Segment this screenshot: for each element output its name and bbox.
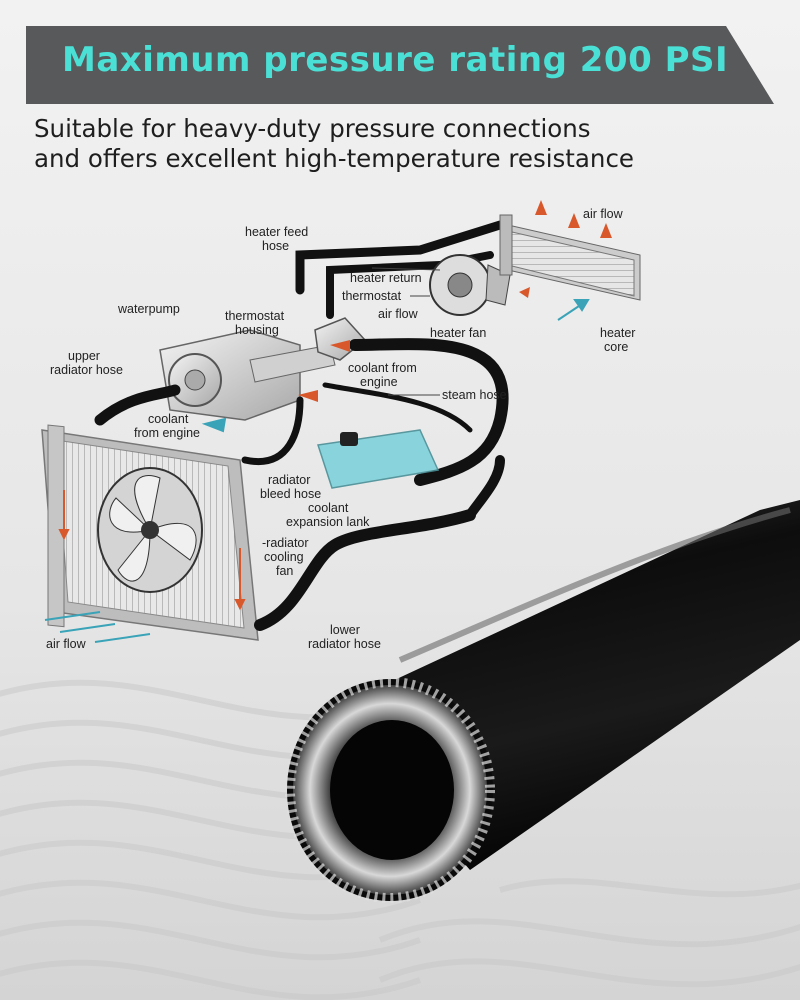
- heater-core: [499, 214, 641, 301]
- label-coolant-from-engine-left-2: from engine: [134, 426, 200, 440]
- water-pump: [159, 329, 336, 421]
- label-radiator-cooling-fan: -radiator: [262, 536, 309, 550]
- subtitle-line-2: and offers excellent high-temperature re…: [34, 144, 634, 173]
- label-air-flow-top: air flow: [583, 207, 624, 221]
- label-coolant-from-engine-right: coolant from: [348, 361, 417, 375]
- subtitle: Suitable for heavy-duty pressure connect…: [34, 114, 774, 174]
- label-upper-radiator-hose: upper: [68, 349, 100, 363]
- label-thermostat: thermostat: [342, 289, 402, 303]
- label-heater-feed-hose: heater feed: [245, 225, 308, 239]
- label-lower-radiator-hose-2: radiator hose: [308, 637, 381, 651]
- radiator-fan: [97, 467, 203, 593]
- hose-network: [94, 220, 509, 631]
- headline-banner: Maximum pressure rating 200 PSI: [26, 26, 774, 104]
- label-heater-feed-hose-2: hose: [262, 239, 289, 253]
- label-radiator-bleed-hose: radiator: [268, 473, 310, 487]
- label-heater-fan: heater fan: [430, 326, 486, 340]
- banner-title: Maximum pressure rating 200 PSI: [62, 40, 729, 80]
- label-upper-radiator-hose-2: radiator hose: [50, 363, 123, 377]
- label-thermostat-housing-2: housing: [235, 323, 279, 337]
- label-thermostat-housing: thermostat: [225, 309, 285, 323]
- heater-fan: [429, 254, 511, 316]
- label-radiator-cooling-fan-3: fan: [276, 564, 293, 578]
- subtitle-line-1: Suitable for heavy-duty pressure connect…: [34, 114, 591, 143]
- label-heater-return: heater return: [350, 271, 422, 285]
- label-steam-hose: steam hose: [442, 388, 507, 402]
- label-coolant-from-engine-left: coolant: [148, 412, 189, 426]
- coolant-expansion-tank: [317, 429, 440, 489]
- label-coolant-from-engine-right-2: engine: [360, 375, 398, 389]
- cooling-system-diagram: heater feed hose air flow heater return …: [41, 200, 641, 651]
- label-lower-radiator-hose: lower: [330, 623, 360, 637]
- silicone-hose-icon: [285, 500, 800, 903]
- label-air-flow-bottom: air flow: [46, 637, 87, 651]
- label-coolant-expansion-tank: coolant: [308, 501, 349, 515]
- label-waterpump: waterpump: [117, 302, 180, 316]
- banner-shape: [26, 26, 774, 104]
- label-radiator-bleed-hose-2: bleed hose: [260, 487, 321, 501]
- label-heater-core-2: core: [604, 340, 628, 354]
- label-radiator-cooling-fan-2: cooling: [264, 550, 304, 564]
- label-heater-core: heater: [600, 326, 635, 340]
- label-air-flow-mid: air flow: [378, 307, 419, 321]
- label-coolant-expansion-tank-2: expansion lank: [286, 515, 370, 529]
